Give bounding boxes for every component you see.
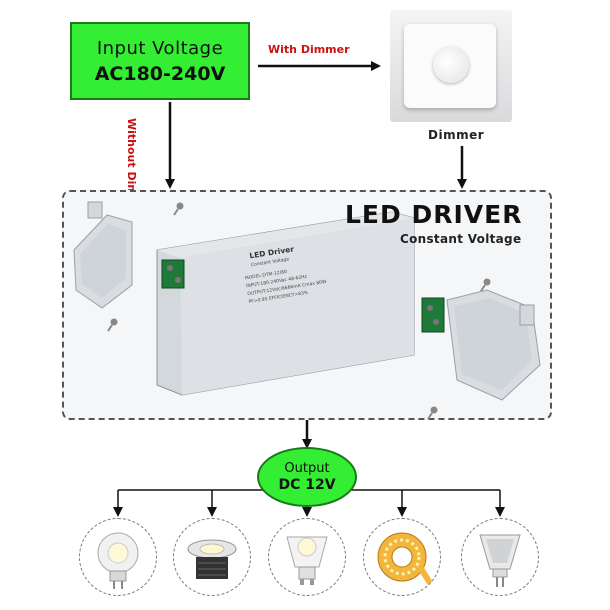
mr16-spotlight-icon xyxy=(97,532,139,589)
light-3-circle xyxy=(268,518,346,596)
light-4-circle xyxy=(363,518,441,596)
led-strip-reel-icon xyxy=(377,532,433,585)
dimmer-switch-image xyxy=(390,10,512,122)
dimmer-caption: Dimmer xyxy=(428,128,485,142)
left-end-cap xyxy=(73,201,133,309)
dimmer-plate xyxy=(404,24,496,108)
driver-label-subheading: Constant Voltage xyxy=(251,256,290,268)
output-label: Output xyxy=(284,461,330,476)
dimmer-knob xyxy=(433,47,469,83)
light-5-circle xyxy=(461,518,539,596)
light-2-circle xyxy=(173,518,251,596)
driver-body xyxy=(156,211,445,396)
right-end-cap xyxy=(446,289,541,401)
output-value: DC 12V xyxy=(278,477,336,493)
driver-title: LED DRIVER xyxy=(345,200,523,229)
output-voltage-box: Output DC 12V xyxy=(257,447,357,507)
recessed-downlight-icon xyxy=(187,539,237,579)
input-voltage-label: Input Voltage xyxy=(96,37,224,59)
gu10-bulb-icon xyxy=(286,536,328,585)
with-dimmer-label: With Dimmer xyxy=(268,43,350,56)
input-voltage-box: Input Voltage AC180-240V xyxy=(70,22,250,100)
driver-subtitle: Constant Voltage xyxy=(400,232,522,246)
input-voltage-value: AC180-240V xyxy=(94,62,226,85)
screws xyxy=(107,202,491,420)
mr16-halogen-bulb-icon xyxy=(479,534,521,587)
led-driver-illustration: LED Driver Constant Voltage MODEL:DTM-12… xyxy=(73,201,541,420)
light-1-circle xyxy=(79,518,157,596)
